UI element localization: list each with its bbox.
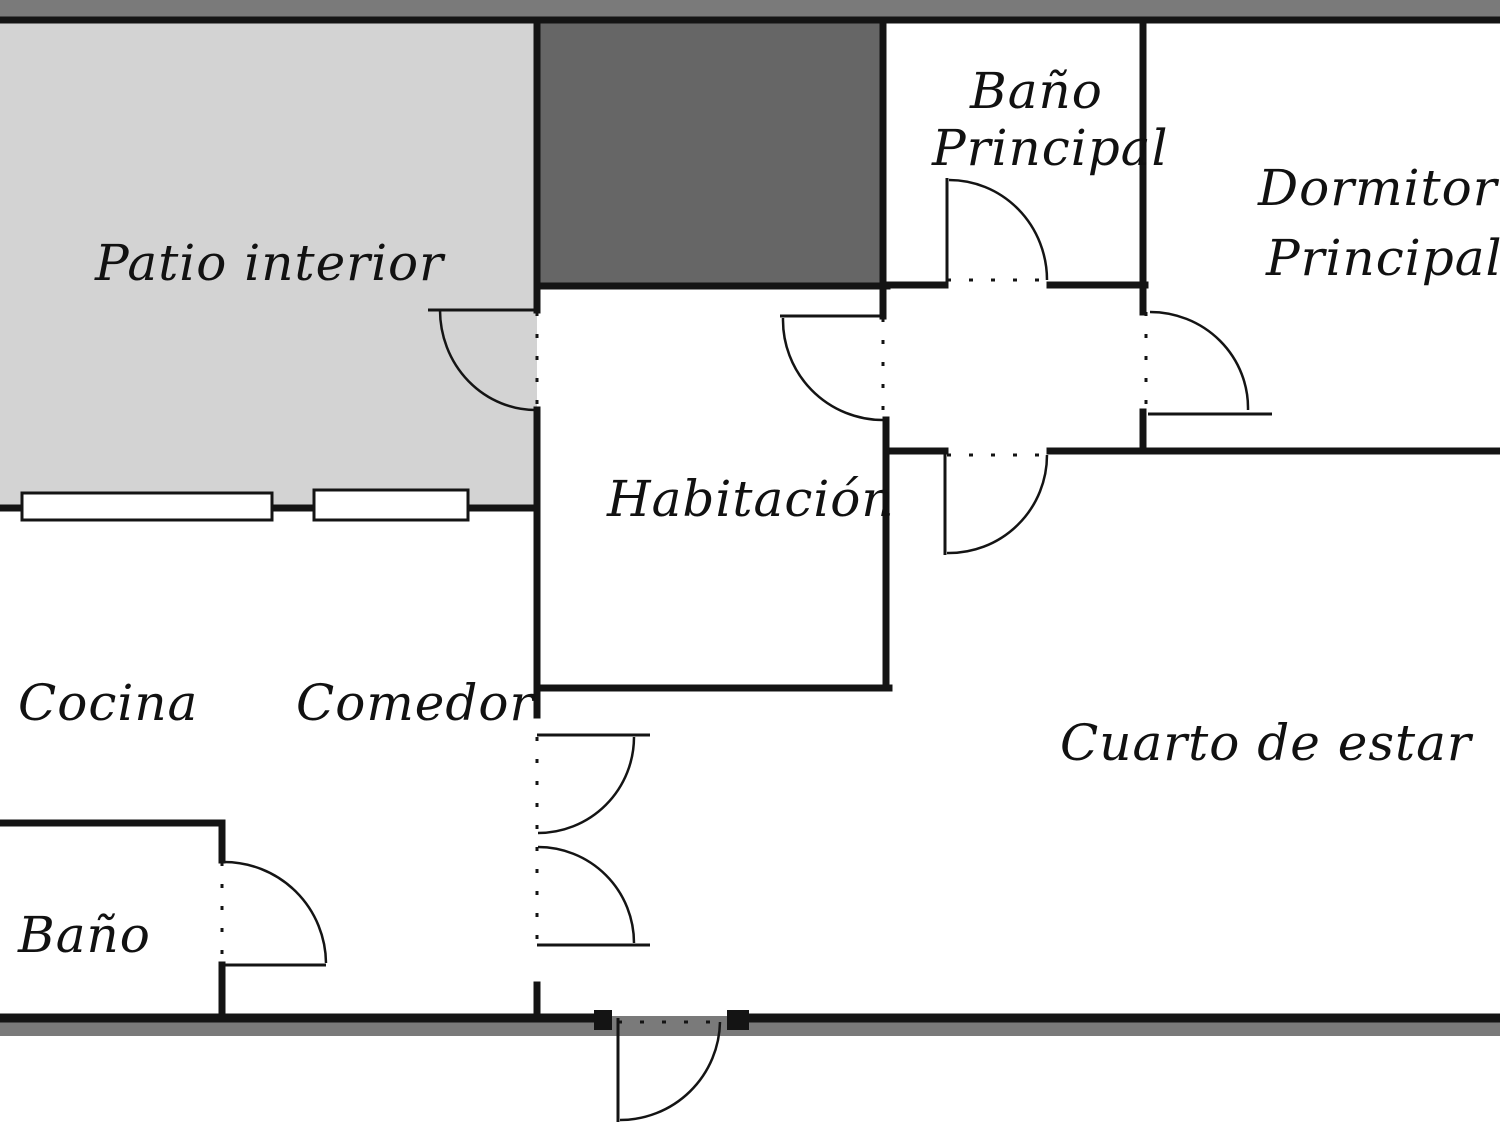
door-bano — [220, 860, 328, 967]
label-dormitorio-2: Principal — [1265, 229, 1500, 287]
top-band — [0, 0, 1500, 18]
dark-void — [540, 18, 880, 284]
window-patio-left — [20, 491, 274, 522]
door-double-comedor — [535, 733, 650, 947]
patio-area — [0, 18, 537, 508]
door-entrance — [616, 1018, 722, 1122]
window-patio-right — [312, 488, 470, 522]
label-dormitorio-1: Dormitorio — [1257, 159, 1500, 217]
door-patio — [428, 308, 539, 412]
label-habitacion: Habitación — [606, 470, 895, 528]
door-bano-principal — [945, 178, 1049, 283]
label-comedor: Comedor — [296, 674, 536, 732]
door-dormitorio — [1144, 310, 1272, 416]
label-cocina: Cocina — [18, 674, 198, 732]
door-cuarto-estar-hall — [943, 451, 1049, 555]
label-bano-principal-1: Baño — [969, 62, 1103, 120]
label-patio-interior: Patio interior — [94, 234, 446, 292]
door-habitacion — [780, 314, 885, 422]
label-bano: Baño — [17, 906, 151, 964]
label-cuarto-de-estar: Cuarto de estar — [1060, 714, 1474, 772]
label-bano-principal-2: Principal — [931, 119, 1169, 177]
